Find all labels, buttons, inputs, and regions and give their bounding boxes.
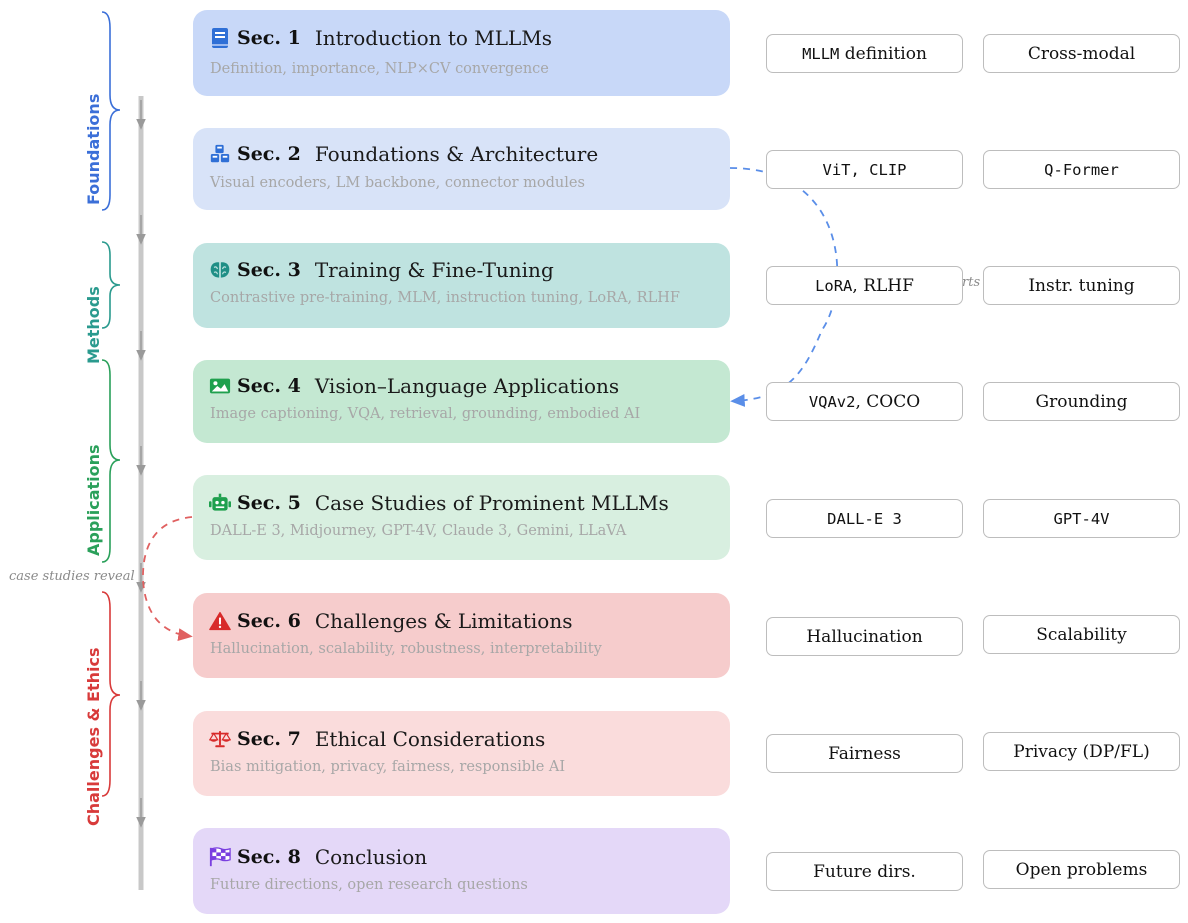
section-subtitle: Visual encoders, LM backbone, connector …: [210, 175, 585, 191]
tag-label: VQAv2, COCO: [808, 391, 921, 412]
section-subtitle: Hallucination, scalability, robustness, …: [210, 641, 602, 657]
tag-label: Privacy (DP/FL): [1013, 741, 1150, 762]
tag-grounding[interactable]: Grounding: [983, 382, 1180, 421]
section-subtitle: Contrastive pre-training, MLM, instructi…: [210, 290, 680, 306]
section-number: Sec. 1: [237, 27, 301, 49]
section-subtitle: Definition, importance, NLP×CV convergen…: [210, 61, 549, 77]
annotation-case-studies: case studies reveal: [9, 569, 135, 584]
section-card-6[interactable]: Sec. 6 Challenges & Limitations Hallucin…: [193, 593, 730, 678]
image-icon: [209, 375, 231, 397]
brain-icon: [209, 259, 231, 281]
section-subtitle: Bias mitigation, privacy, fairness, resp…: [210, 759, 566, 775]
tag-label: Instr. tuning: [1028, 275, 1135, 296]
tag-label: Cross-modal: [1027, 43, 1136, 64]
tag-mono-part: VQAv2: [808, 392, 856, 411]
tag-label: Scalability: [1036, 624, 1127, 645]
section-title: Foundations & Architecture: [314, 142, 599, 166]
tag-fairness[interactable]: Fairness: [766, 734, 963, 773]
tag-future-dirs[interactable]: Future dirs.: [766, 852, 963, 891]
section-title: Challenges & Limitations: [314, 609, 573, 633]
tag-label: LoRA, RLHF: [815, 275, 914, 296]
tag-mono-part: MLLM: [802, 44, 840, 63]
annotation-supports-fragment: rts: [962, 275, 981, 290]
scale-icon: [209, 728, 231, 750]
section-title: Introduction to MLLMs: [314, 26, 553, 50]
section-title: Ethical Considerations: [314, 727, 546, 751]
cubes-icon: [209, 143, 231, 165]
robot-icon: [209, 492, 231, 514]
tag-label: Future dirs.: [813, 861, 916, 882]
section-subtitle: DALL-E 3, Midjourney, GPT-4V, Claude 3, …: [210, 523, 627, 539]
tag-label: ViT, CLIP: [822, 160, 907, 179]
tag-dall-e-3[interactable]: DALL-E 3: [766, 499, 963, 538]
section-title: Conclusion: [314, 845, 428, 869]
tag-label: Hallucination: [806, 626, 923, 647]
section-number: Sec. 3: [237, 259, 301, 281]
tag-cross-modal[interactable]: Cross-modal: [983, 34, 1180, 73]
section-card-3[interactable]: Sec. 3 Training & Fine-Tuning Contrastiv…: [193, 243, 730, 328]
tag-label: Fairness: [828, 743, 901, 764]
tag-hallucination[interactable]: Hallucination: [766, 617, 963, 656]
warning-icon: [209, 610, 231, 632]
tag-vit-clip[interactable]: ViT, CLIP: [766, 150, 963, 189]
tag-label: MLLM definition: [802, 43, 927, 64]
tag-label: GPT-4V: [1053, 509, 1110, 528]
tag-privacy[interactable]: Privacy (DP/FL): [983, 732, 1180, 771]
section-number: Sec. 2: [237, 143, 301, 165]
tag-instr-tuning[interactable]: Instr. tuning: [983, 266, 1180, 305]
brace-challenges: [101, 591, 121, 797]
group-label-applications: Applications: [84, 444, 103, 556]
tag-gpt-4v[interactable]: GPT-4V: [983, 499, 1180, 538]
link-case-studies-to-challenges: [142, 516, 193, 642]
section-title: Training & Fine-Tuning: [314, 258, 554, 282]
section-card-1[interactable]: Sec. 1 Introduction to MLLMs Definition,…: [193, 10, 730, 96]
group-label-foundations: Foundations: [84, 94, 103, 205]
section-number: Sec. 6: [237, 610, 301, 632]
section-number: Sec. 7: [237, 728, 301, 750]
section-subtitle: Image captioning, VQA, retrieval, ground…: [210, 406, 641, 422]
tag-label: Q-Former: [1044, 160, 1119, 179]
tag-label: Open problems: [1015, 859, 1148, 880]
tag-lora-rlhf[interactable]: LoRA, RLHF: [766, 266, 963, 305]
section-card-2[interactable]: Sec. 2 Foundations & Architecture Visual…: [193, 128, 730, 210]
tag-label: DALL-E 3: [827, 509, 902, 528]
group-label-challenges: Challenges & Ethics: [84, 647, 103, 826]
tag-scalability[interactable]: Scalability: [983, 615, 1180, 654]
tag-q-former[interactable]: Q-Former: [983, 150, 1180, 189]
tag-mllm-definition[interactable]: MLLM definition: [766, 34, 963, 73]
brace-foundations: [101, 11, 121, 211]
section-number: Sec. 8: [237, 846, 301, 868]
section-subtitle: Future directions, open research questio…: [210, 877, 528, 893]
tag-mono-part: LoRA: [815, 276, 853, 295]
brace-applications: [101, 359, 121, 563]
section-card-4[interactable]: Sec. 4 Vision–Language Applications Imag…: [193, 360, 730, 443]
checkered-flag-icon: [209, 846, 231, 868]
brace-methods: [101, 241, 121, 329]
section-title: Vision–Language Applications: [314, 374, 620, 398]
section-number: Sec. 4: [237, 375, 301, 397]
section-card-5[interactable]: Sec. 5 Case Studies of Prominent MLLMs D…: [193, 475, 730, 560]
section-card-8[interactable]: Sec. 8 Conclusion Future directions, ope…: [193, 828, 730, 914]
group-label-methods: Methods: [84, 286, 103, 364]
section-title: Case Studies of Prominent MLLMs: [314, 491, 669, 515]
tag-open-problems[interactable]: Open problems: [983, 850, 1180, 889]
book-icon: [209, 27, 231, 49]
section-card-7[interactable]: Sec. 7 Ethical Considerations Bias mitig…: [193, 711, 730, 796]
section-number: Sec. 5: [237, 492, 301, 514]
tag-label: Grounding: [1035, 391, 1128, 412]
tag-vqav2-coco[interactable]: VQAv2, COCO: [766, 382, 963, 421]
